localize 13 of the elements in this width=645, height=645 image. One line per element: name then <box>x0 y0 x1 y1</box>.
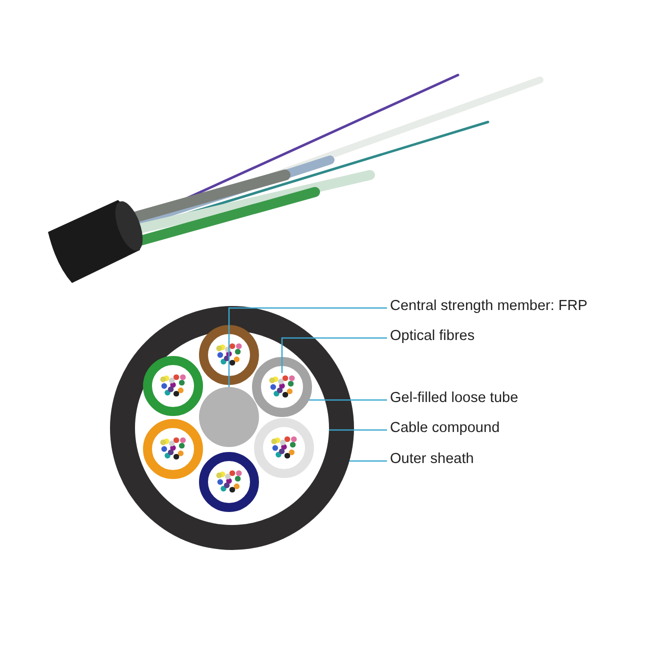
leader-line <box>309 399 387 401</box>
outer-sheath <box>110 306 354 550</box>
leader-line <box>349 460 387 462</box>
leader-line <box>328 429 387 431</box>
part-label: Outer sheath <box>390 451 500 471</box>
part-label: Cable compound <box>390 420 520 440</box>
part-label: Optical fibres <box>390 328 510 348</box>
leader-line <box>281 337 387 373</box>
central-strength-member <box>199 387 259 447</box>
part-label: Central strength member: FRP <box>390 298 630 318</box>
leader-line <box>228 307 387 387</box>
part-label: Gel-filled loose tube <box>390 390 560 410</box>
loose-tube <box>252 357 312 417</box>
